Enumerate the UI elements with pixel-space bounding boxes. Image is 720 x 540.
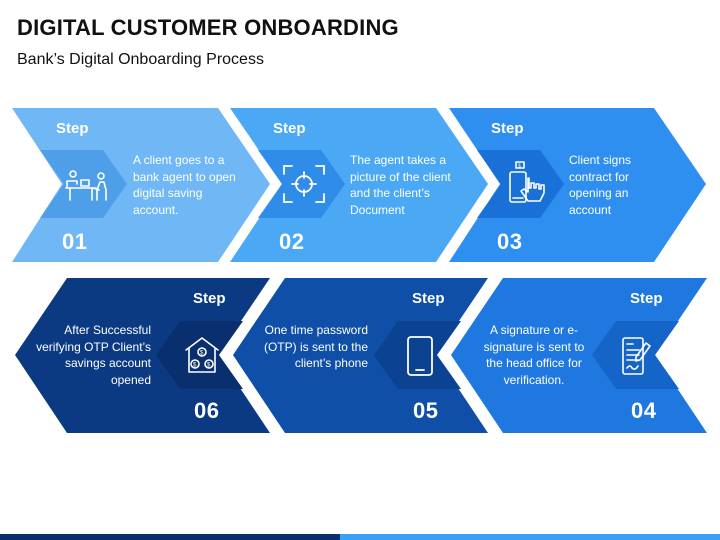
svg-text:$: $ bbox=[207, 363, 211, 369]
step-2-number: 02 bbox=[279, 229, 305, 254]
step-5-description: One time password (OTP) is sent to the c… bbox=[263, 323, 368, 370]
smartphone-icon bbox=[407, 336, 433, 376]
page-title: DIGITAL CUSTOMER ONBOARDING bbox=[17, 15, 399, 40]
step-4-description: A signature or e-signature is sent to th… bbox=[483, 323, 585, 387]
step-1-arrow bbox=[12, 108, 270, 262]
step-5-icon-badge bbox=[374, 321, 461, 389]
svg-text:$: $ bbox=[193, 363, 197, 369]
footer-bar-dark bbox=[0, 534, 340, 540]
step-6-description: After Successful verifying OTP Client’s … bbox=[36, 323, 151, 387]
step-5-number: 05 bbox=[413, 398, 439, 423]
step-1-icon-badge bbox=[40, 150, 127, 218]
step-3-label: Step bbox=[491, 120, 524, 137]
footer-bar bbox=[0, 534, 720, 540]
agent-desk-icon bbox=[65, 170, 107, 201]
camera-focus-icon bbox=[283, 165, 325, 203]
step-4-label: Step bbox=[630, 290, 663, 307]
step-2-description: The agent takes a picture of the client … bbox=[350, 153, 451, 217]
footer-bar-light bbox=[340, 534, 720, 540]
step-3-arrow bbox=[449, 108, 706, 262]
step-3-icon-badge bbox=[477, 150, 564, 218]
step-2-arrow bbox=[230, 108, 488, 262]
step-1-description: A client goes to a bank agent to open di… bbox=[133, 153, 236, 217]
step-6-number: 06 bbox=[194, 398, 220, 423]
step-3-number: 03 bbox=[497, 229, 523, 254]
step-5-label: Step bbox=[412, 290, 445, 307]
svg-text:$: $ bbox=[200, 351, 204, 357]
step-4-number: 04 bbox=[631, 398, 657, 423]
document-sign-icon bbox=[622, 337, 651, 375]
phone-tap-icon: $ bbox=[509, 161, 545, 203]
step-6-arrow bbox=[15, 278, 270, 433]
step-5-arrow bbox=[233, 278, 488, 433]
step-3-description: Client signs contract for opening an acc… bbox=[569, 153, 632, 217]
svg-text:$: $ bbox=[518, 164, 521, 170]
step-4-arrow bbox=[451, 278, 707, 433]
step-6-label: Step bbox=[193, 290, 226, 307]
bank-savings-icon: $ $ $ bbox=[185, 337, 219, 373]
step-1-number: 01 bbox=[62, 229, 88, 254]
step-1-label: Step bbox=[56, 120, 89, 137]
step-2-label: Step bbox=[273, 120, 306, 137]
page-subtitle: Bank’s Digital Onboarding Process bbox=[17, 51, 264, 68]
